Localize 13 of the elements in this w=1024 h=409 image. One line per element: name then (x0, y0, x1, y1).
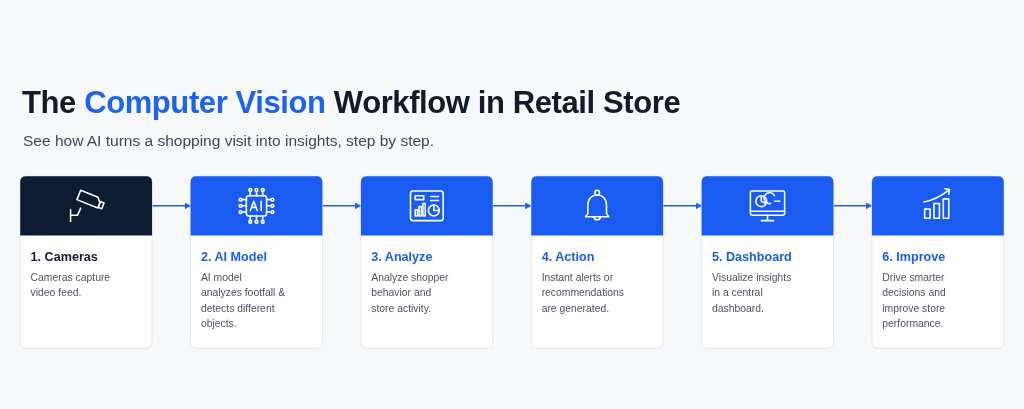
step-card: 3. Analyze Analyze shopper behavior and store activity. (360, 175, 494, 349)
step-card: 2. AI Model AI model analyzes footfall & detects different objects. (190, 175, 323, 349)
step-card: 5. Dashboard Visualize insights in a central dashboard. (701, 175, 834, 349)
subtitle: See how AI turns a shopping visit into insights, step by step. (23, 132, 434, 150)
arrow (151, 202, 191, 210)
arrow (662, 202, 702, 210)
arrow (321, 202, 362, 210)
arrow (832, 202, 873, 210)
step-card: 6. Improve Drive smarter decisions and improve store performance. (871, 175, 1005, 349)
step-card: 4. Action Instant alerts or recommendations are generated. (530, 175, 664, 349)
arrow (492, 202, 532, 210)
title: The Computer Vision Workflow in Retail Store (22, 84, 681, 122)
step-card: 1. Cameras Cameras capture video feed. (19, 175, 153, 349)
